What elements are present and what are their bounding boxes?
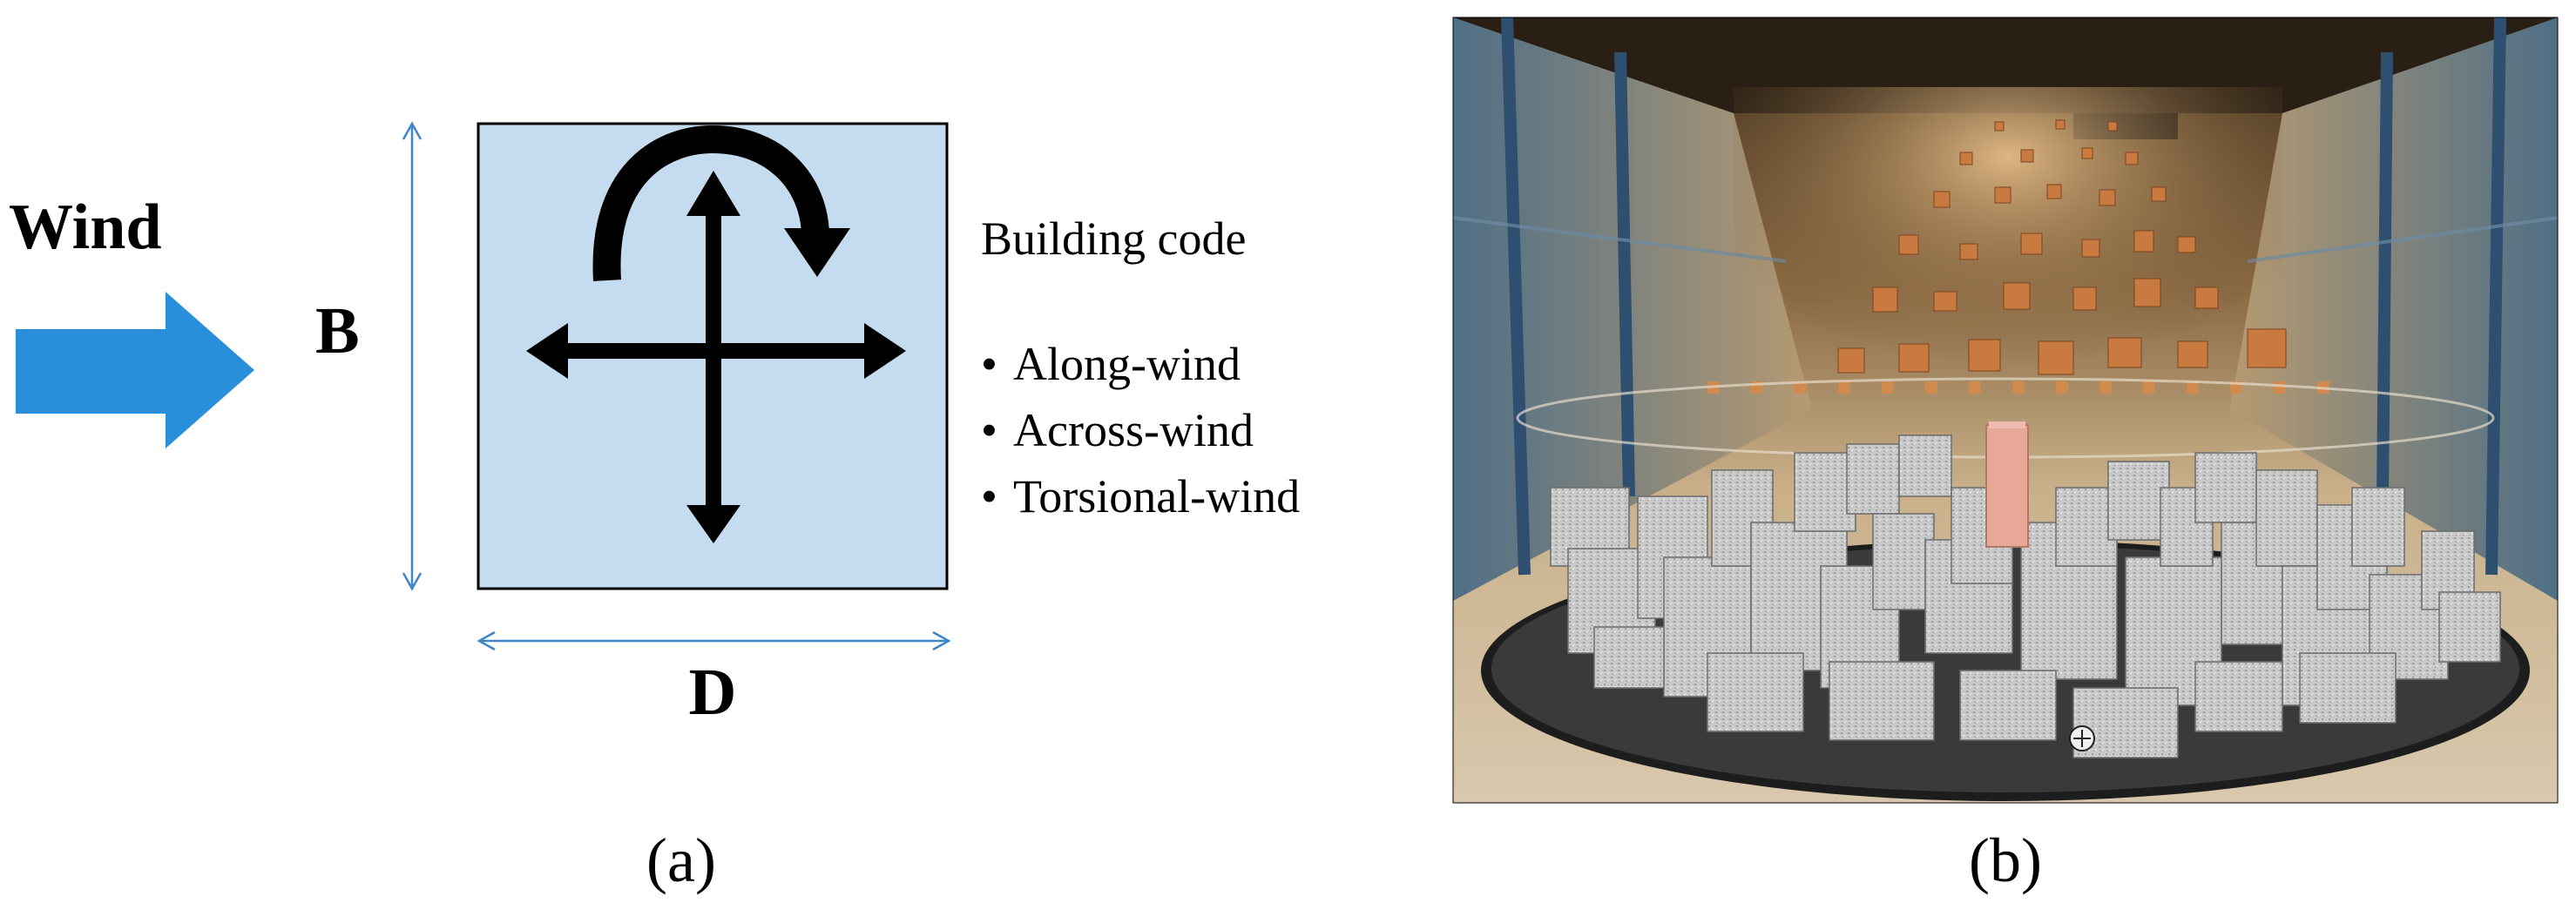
caption-b: (b) [1969, 826, 2042, 895]
target-building [1985, 424, 2029, 548]
bullet: • [981, 470, 997, 522]
building-code-item-torsional-wind: Torsional-wind [1013, 470, 1300, 522]
torsion-arrow-icon [592, 125, 850, 281]
wind-tunnel-city-model-photo [1452, 17, 2559, 804]
building-code-item-across-wind: Across-wind [1013, 404, 1254, 456]
d-dimension-arrow-icon [477, 630, 951, 651]
wind-label: Wind [9, 192, 162, 263]
b-dimension-label: B [315, 294, 360, 367]
building-code-item-along-wind: Along-wind [1013, 338, 1241, 390]
across-wind-arrow-icon [686, 171, 740, 543]
bullet: • [981, 338, 997, 390]
wind-arrow-icon [16, 292, 254, 448]
b-dimension-arrow-icon [402, 121, 423, 591]
panel-a: Wind B [9, 121, 1300, 895]
building-code-list: • Along-wind • Across-wind • Torsional-w… [981, 338, 1300, 522]
bullet: • [981, 404, 997, 456]
along-wind-arrow-icon [526, 323, 906, 379]
caption-a: (a) [646, 826, 716, 895]
building-code-title: Building code [981, 212, 1246, 265]
d-dimension-label: D [689, 656, 737, 729]
